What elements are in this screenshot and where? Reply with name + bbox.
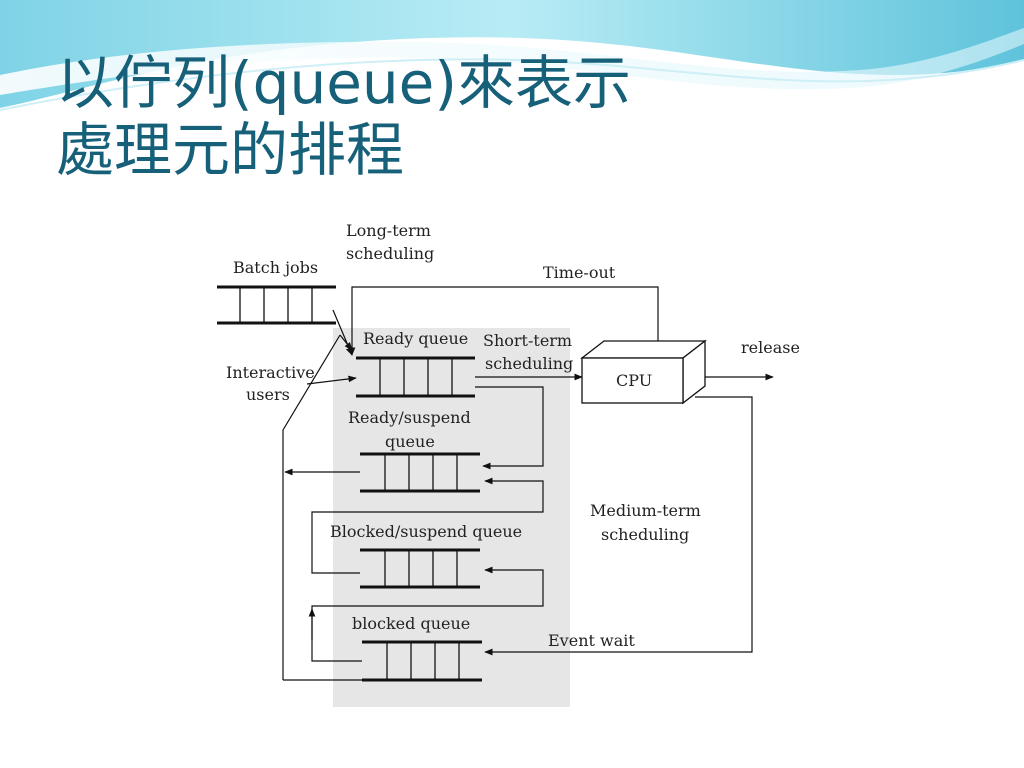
ready-suspend-queue-label: queue	[385, 432, 435, 451]
blocked-suspend-left-loop	[311, 511, 480, 574]
long-term-label: Long-term	[346, 221, 431, 240]
interactive-return-line	[282, 334, 341, 680]
title-line-1: 以佇列(queue)來表示	[56, 49, 631, 117]
slide-title: 以佇列(queue)來表示 處理元的排程	[56, 49, 631, 185]
medium-term-label: Medium-term	[590, 501, 701, 520]
batch-jobs-label: Batch jobs	[233, 258, 318, 277]
title-line-2: 處理元的排程	[56, 116, 405, 185]
short-term-label: Short-term	[483, 331, 572, 350]
event-wait-arrow	[484, 396, 753, 656]
cpu-box	[580, 339, 707, 405]
interactive-users-label: users	[246, 385, 290, 404]
medium-term-scheduling-label: scheduling	[601, 525, 689, 544]
flow-arrows	[282, 286, 774, 681]
batch-jobs-queue	[217, 285, 336, 325]
release-label: release	[741, 338, 800, 357]
blocked-to-blocked-suspend-arrow	[482, 566, 544, 607]
ready-suspend-label: Ready/suspend	[348, 408, 471, 427]
ready-queue-label: Ready queue	[363, 329, 468, 348]
ready-queue	[356, 356, 475, 398]
short-term-scheduling-label: scheduling	[485, 354, 573, 373]
blocked-suspend-queue	[360, 548, 480, 589]
cpu-label: CPU	[616, 371, 652, 390]
ready-suspend-queue	[360, 452, 480, 493]
blocked-queue-label: blocked queue	[352, 614, 470, 633]
ready-to-ready-suspend-arrow	[475, 386, 544, 470]
event-wait-label: Event wait	[548, 631, 635, 650]
long-term-scheduling-label: scheduling	[346, 244, 434, 263]
time-out-label: Time-out	[543, 263, 616, 282]
time-out-arrow	[348, 286, 659, 356]
blocked-suspend-to-ready-suspend-arrow	[480, 477, 544, 513]
header-wave-decoration	[0, 0, 1024, 111]
blocked-suspend-queue-label: Blocked/suspend queue	[330, 522, 522, 541]
interactive-to-ready-arrow	[306, 375, 357, 385]
interactive-label: Interactive	[226, 363, 315, 382]
blocked-queue	[362, 640, 482, 682]
